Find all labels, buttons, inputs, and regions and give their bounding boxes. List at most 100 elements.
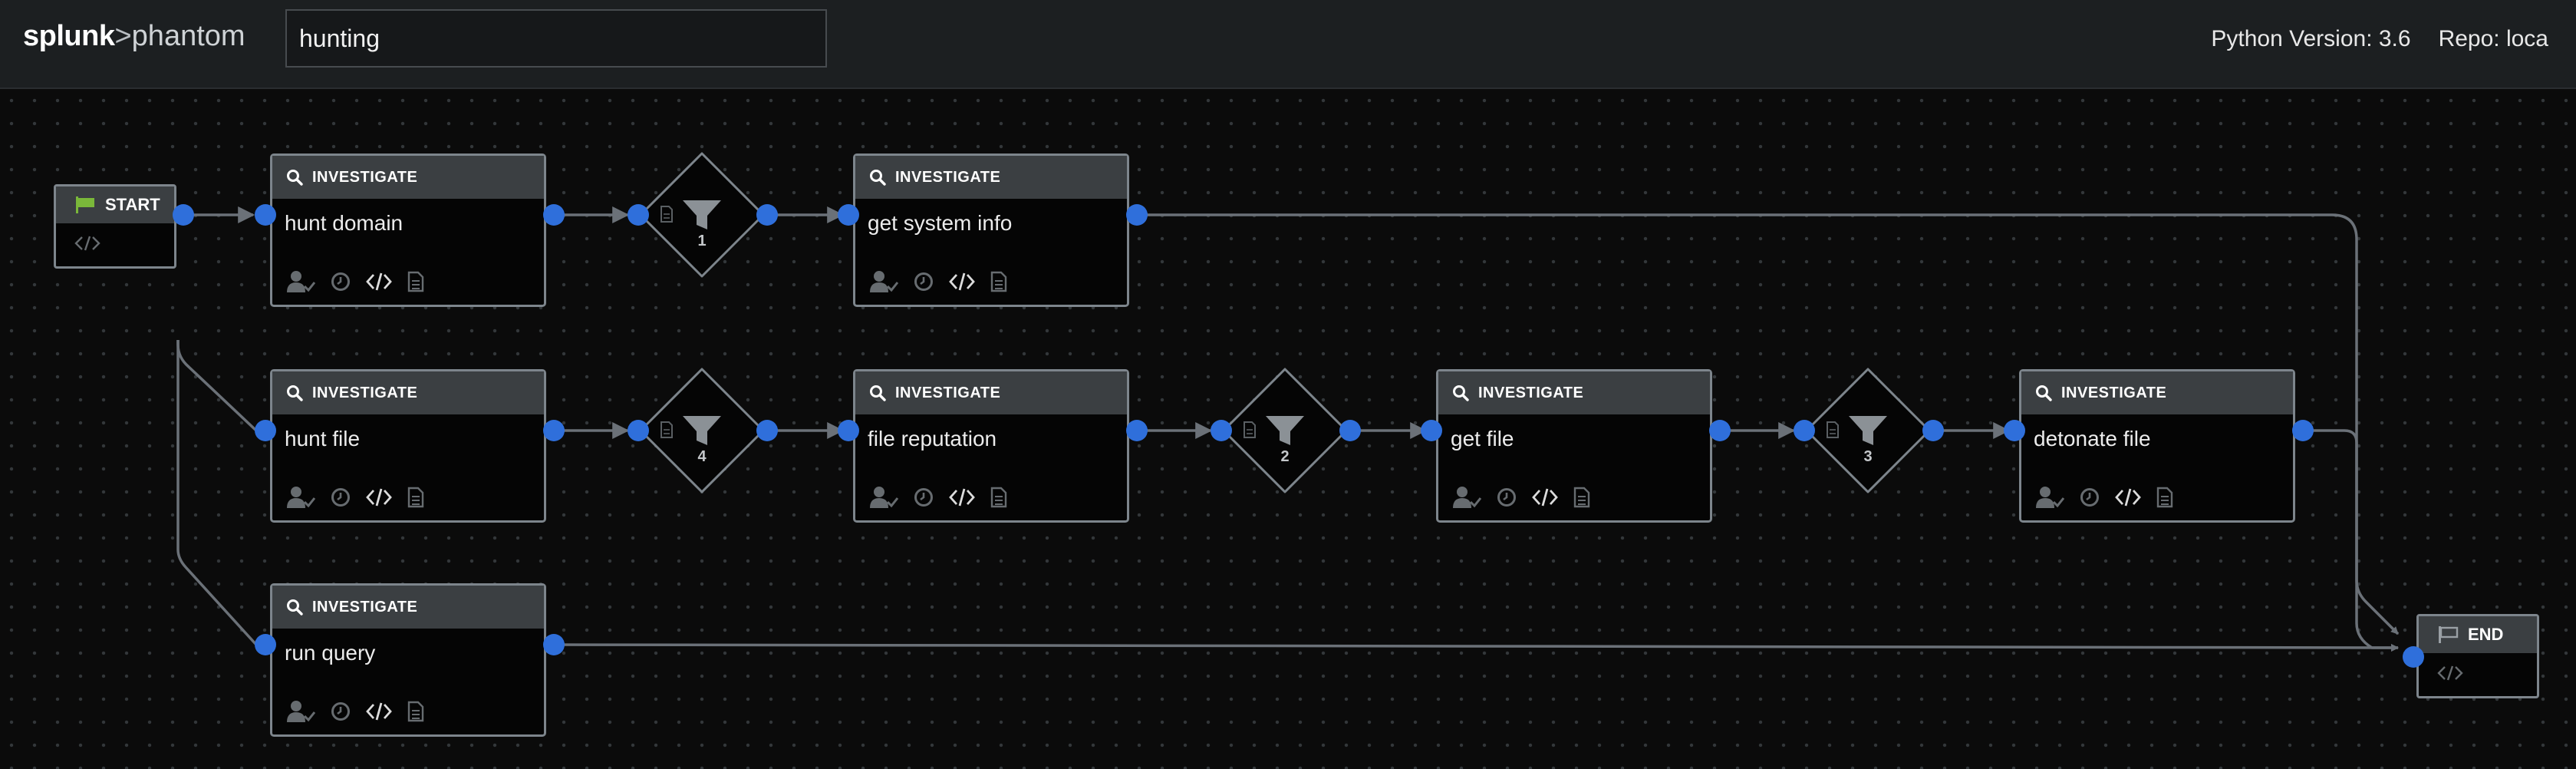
search-icon <box>287 385 303 401</box>
block-input-port[interactable] <box>255 420 276 441</box>
notes-icon[interactable] <box>407 271 424 292</box>
notes-icon[interactable] <box>990 487 1007 508</box>
block-output-port[interactable] <box>543 204 565 226</box>
filter-output-port[interactable] <box>1922 420 1944 441</box>
search-icon <box>870 170 886 186</box>
start-label: START <box>105 195 160 214</box>
filter-output-port[interactable] <box>1339 420 1361 441</box>
notes-icon <box>1244 421 1256 438</box>
code-icon[interactable] <box>1532 487 1558 507</box>
notes-icon[interactable] <box>407 487 424 508</box>
block-output-port[interactable] <box>1126 420 1148 441</box>
block-hunt-file[interactable]: INVESTIGATE hunt file <box>270 369 546 523</box>
user-approve-icon[interactable] <box>2035 485 2064 510</box>
block-file-reputation[interactable]: INVESTIGATE file reputation <box>853 369 1129 523</box>
block-output-port[interactable] <box>543 634 565 655</box>
filter-output-port[interactable] <box>756 204 778 226</box>
block-detonate-file[interactable]: INVESTIGATE detonate file <box>2019 369 2295 523</box>
connections-layer <box>176 206 2400 652</box>
user-approve-icon[interactable] <box>286 699 315 724</box>
block-output-port[interactable] <box>2292 420 2314 441</box>
block-toolbar <box>2035 485 2173 510</box>
filter-block-3[interactable]: 3 <box>1804 367 1932 494</box>
user-approve-icon[interactable] <box>869 269 898 294</box>
filter-block-1[interactable]: 1 <box>638 151 766 279</box>
block-type-label: INVESTIGATE <box>312 168 418 186</box>
block-input-port[interactable] <box>255 634 276 655</box>
block-hunt-domain[interactable]: INVESTIGATE hunt domain <box>270 153 546 307</box>
block-input-port[interactable] <box>838 204 859 226</box>
code-icon[interactable] <box>366 487 392 507</box>
filter-icon <box>1266 416 1304 445</box>
notes-icon[interactable] <box>990 271 1007 292</box>
end-input-port[interactable] <box>2403 646 2424 668</box>
filter-icon <box>1849 416 1887 445</box>
repo-label: Repo: loca <box>2438 26 2548 51</box>
filter-block-4[interactable]: 4 <box>638 367 766 494</box>
filter-diamond <box>639 368 765 493</box>
block-input-port[interactable] <box>1421 420 1442 441</box>
block-output-port[interactable] <box>1126 204 1148 226</box>
edge-run-query-end <box>553 643 2399 652</box>
filter-input-port[interactable] <box>628 420 649 441</box>
filter-input-port[interactable] <box>1794 420 1815 441</box>
filter-block-2[interactable]: 2 <box>1221 367 1349 494</box>
notes-icon <box>660 206 673 223</box>
block-title: get system info <box>868 211 1013 235</box>
notes-icon[interactable] <box>1573 487 1590 508</box>
user-approve-icon[interactable] <box>869 485 898 510</box>
clock-icon[interactable] <box>331 487 351 507</box>
block-output-port[interactable] <box>1709 420 1731 441</box>
notes-icon[interactable] <box>407 701 424 722</box>
code-icon[interactable] <box>2115 487 2141 507</box>
code-icon[interactable] <box>366 701 392 721</box>
user-approve-icon[interactable] <box>286 269 315 294</box>
block-input-port[interactable] <box>838 420 859 441</box>
code-icon[interactable] <box>949 487 975 507</box>
block-toolbar <box>869 485 1007 510</box>
code-icon[interactable] <box>949 272 975 292</box>
block-type-label: INVESTIGATE <box>895 168 1001 186</box>
playbook-name-input[interactable] <box>285 9 827 68</box>
start-output-port[interactable] <box>173 204 194 226</box>
block-type-label: INVESTIGATE <box>895 384 1001 401</box>
block-type-label: INVESTIGATE <box>1478 384 1584 401</box>
search-icon <box>2036 385 2052 401</box>
block-get-system-info[interactable]: INVESTIGATE get system info <box>853 153 1129 307</box>
start-block[interactable]: START <box>54 184 176 269</box>
user-approve-icon[interactable] <box>1452 485 1481 510</box>
block-title: get file <box>1451 427 1514 451</box>
block-run-query[interactable]: INVESTIGATE run query <box>270 583 546 737</box>
playbook-canvas[interactable]: START INVESTIGATE hunt domain <box>0 89 2576 769</box>
block-output-port[interactable] <box>543 420 565 441</box>
clock-icon[interactable] <box>914 272 934 292</box>
clock-icon[interactable] <box>1497 487 1517 507</box>
block-title: hunt domain <box>285 211 404 235</box>
clock-icon[interactable] <box>2080 487 2100 507</box>
end-block[interactable]: END <box>2416 614 2539 698</box>
clock-icon[interactable] <box>914 487 934 507</box>
block-type-label: INVESTIGATE <box>2061 384 2167 401</box>
notes-icon[interactable] <box>2156 487 2173 508</box>
block-get-file[interactable]: INVESTIGATE get file <box>1436 369 1712 523</box>
filter-number: 2 <box>1280 448 1290 465</box>
notes-icon <box>1827 421 1839 438</box>
block-type-label: INVESTIGATE <box>312 598 418 616</box>
code-icon[interactable] <box>2437 665 2463 685</box>
filter-output-port[interactable] <box>756 420 778 441</box>
filter-icon <box>683 200 721 229</box>
search-icon <box>1453 385 1469 401</box>
edge-get-system-info-end <box>1137 213 2399 652</box>
block-input-port[interactable] <box>255 204 276 226</box>
code-icon[interactable] <box>366 272 392 292</box>
block-title: detonate file <box>2034 427 2151 451</box>
code-icon[interactable] <box>74 235 100 256</box>
filter-input-port[interactable] <box>628 204 649 226</box>
block-input-port[interactable] <box>2004 420 2025 441</box>
clock-icon[interactable] <box>331 272 351 292</box>
clock-icon[interactable] <box>331 701 351 721</box>
filter-input-port[interactable] <box>1211 420 1232 441</box>
python-version: Python Version: 3.6 <box>2211 26 2411 51</box>
user-approve-icon[interactable] <box>286 485 315 510</box>
